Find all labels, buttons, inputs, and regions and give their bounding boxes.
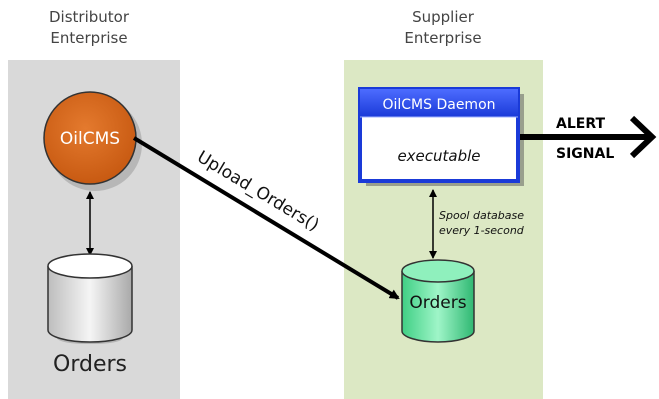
- distributor-orders-db: [47, 253, 133, 344]
- daemon-title: OilCMS Daemon: [382, 97, 495, 113]
- supplier-title-line1: Supplier: [412, 8, 475, 26]
- spool-note-line1: Spool database: [439, 209, 524, 222]
- oilcms-daemon: OilCMS Daemon executable: [358, 87, 524, 186]
- oilcms-node: OilCMS: [43, 91, 142, 191]
- upload-orders-label: Upload_Orders(): [193, 147, 322, 235]
- supplier-db-label: Orders: [409, 293, 466, 313]
- supplier-title-line2: Enterprise: [404, 29, 481, 47]
- daemon-body: executable: [397, 147, 480, 165]
- distributor-title-line1: Distributor: [49, 8, 130, 26]
- upload-orders-arrow: [132, 136, 400, 300]
- spool-note-line2: every 1-second: [439, 224, 525, 237]
- alert-line1: ALERT: [556, 116, 605, 132]
- alert-line2: SIGNAL: [556, 146, 614, 162]
- supplier-orders-db: Orders: [401, 259, 475, 343]
- alert-signal: ALERT SIGNAL: [520, 115, 657, 162]
- distributor-title-line2: Enterprise: [50, 29, 127, 47]
- alert-arrowhead-icon: [629, 115, 657, 159]
- oilcms-label: OilCMS: [60, 129, 120, 149]
- distributor-db-label: Orders: [53, 352, 127, 377]
